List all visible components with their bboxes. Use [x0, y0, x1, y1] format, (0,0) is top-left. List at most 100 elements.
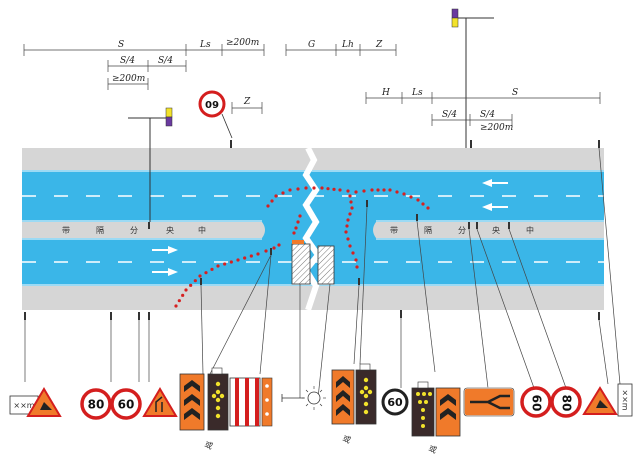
lamp-icon — [307, 391, 321, 405]
speed-limit-sign-60-mid: 60 — [381, 388, 409, 416]
median-char: 隔 — [96, 226, 104, 235]
cone-dot — [204, 271, 208, 275]
cone-dot — [346, 237, 350, 241]
arrow-board-right — [411, 381, 461, 437]
post-mark — [148, 312, 150, 320]
post-mark — [138, 312, 140, 320]
cone-dot — [216, 264, 220, 268]
speed-limit-value: 80 — [560, 395, 574, 412]
chevron-board-left — [179, 367, 229, 431]
post-mark — [230, 140, 232, 148]
speed-limit-sign-top: 60 — [198, 90, 233, 139]
dim-Lh: Lh — [341, 40, 354, 50]
cone-dot — [346, 189, 350, 193]
cone-dot — [277, 243, 281, 247]
cone-dot — [174, 304, 178, 308]
median-char: 隔 — [424, 226, 432, 235]
dim-G: G — [308, 40, 315, 50]
cone-dot — [266, 204, 270, 208]
cone-dot — [189, 283, 193, 287]
cone-dot — [249, 254, 253, 258]
road — [22, 146, 604, 311]
cone-dot — [421, 202, 425, 206]
post-mark — [400, 310, 402, 318]
median-char: 央 — [492, 225, 500, 235]
cone-dot — [349, 200, 353, 204]
dim-H: H — [381, 88, 390, 98]
cone-dot — [354, 258, 358, 262]
median-label-right: 带 隔 分 央 中 — [390, 225, 534, 235]
cone-dot — [388, 188, 392, 192]
median-char: 带 — [390, 226, 398, 235]
dim-200m-left-b: ≥200m — [112, 74, 145, 84]
arrow-westbound-1 — [482, 179, 508, 187]
post-mark — [200, 278, 202, 285]
cone-dot — [292, 231, 296, 235]
roadwork-warning-sign-right — [582, 386, 618, 415]
diversion-arrow-icon — [470, 394, 510, 410]
cone-dot — [376, 188, 380, 192]
cone-dot — [270, 199, 274, 203]
speed-limit-sign-60-right: 60 — [520, 386, 552, 418]
purple-light-icon — [451, 8, 459, 19]
post-mark — [468, 222, 470, 229]
note-or-right: 或 — [427, 443, 438, 455]
cone-dot — [426, 206, 430, 210]
cone-dot — [351, 251, 355, 255]
cone-dot — [294, 226, 298, 230]
arrow-eastbound-1 — [152, 246, 178, 254]
cone-dot — [344, 230, 348, 234]
cone-dot — [395, 190, 399, 194]
dim-S-left: S — [118, 40, 124, 50]
cone-dot — [177, 299, 181, 303]
speed-limit-sign-60-left: 60 — [110, 388, 142, 420]
cone-dot — [298, 214, 302, 218]
cone-dot — [338, 188, 342, 192]
dim-Z-sign: Z — [243, 97, 251, 107]
cone-dot — [320, 186, 324, 190]
post-mark — [470, 140, 472, 148]
cone-dot — [409, 195, 413, 199]
post-mark — [508, 222, 510, 229]
cone-dot — [416, 198, 420, 202]
cone-dot — [348, 244, 352, 248]
cone-dot — [184, 288, 188, 292]
dimension-labels: S Ls ≥200m S/4 S/4 ≥200m G Lh Z Z H Ls S… — [112, 38, 518, 133]
dim-S-right: S — [512, 88, 518, 98]
purple-light-icon — [165, 116, 173, 127]
dimension-lines — [23, 44, 601, 126]
post-mark — [24, 312, 26, 320]
leader-lines — [24, 147, 621, 399]
dim-Z-top: Z — [375, 40, 383, 50]
work-area-marker — [292, 240, 304, 244]
cone-dot — [348, 194, 352, 198]
speed-limit-value: 60 — [387, 396, 403, 409]
lane-merge-warning-sign — [142, 387, 178, 417]
distance-plate-text: ××m — [13, 401, 34, 410]
cone-dot — [264, 249, 268, 253]
cone-dot — [272, 246, 276, 250]
cone-dot — [198, 274, 202, 278]
cone-dot — [326, 187, 330, 191]
roadwork-warning-sign-left — [26, 387, 62, 417]
cone-dot — [223, 262, 227, 266]
distance-plate-text: ××m — [621, 389, 630, 410]
median-char: 分 — [458, 226, 466, 235]
dim-200m-right: ≥200m — [480, 123, 513, 133]
cone-dot — [210, 267, 214, 271]
post-mark — [416, 214, 418, 221]
dim-Ls-right: Ls — [411, 88, 423, 98]
cone-dot — [256, 252, 260, 256]
post-mark — [148, 222, 150, 229]
direction-arrows — [152, 179, 508, 276]
post-mark — [110, 312, 112, 320]
post-mark — [476, 222, 478, 229]
cone-dot — [304, 186, 308, 190]
cone-dot — [382, 188, 386, 192]
yellow-light-icon — [451, 17, 459, 28]
speed-limit-value: 60 — [530, 395, 544, 412]
cone-dot — [236, 258, 240, 262]
cone-dot — [243, 256, 247, 260]
cone-dot — [362, 189, 366, 193]
